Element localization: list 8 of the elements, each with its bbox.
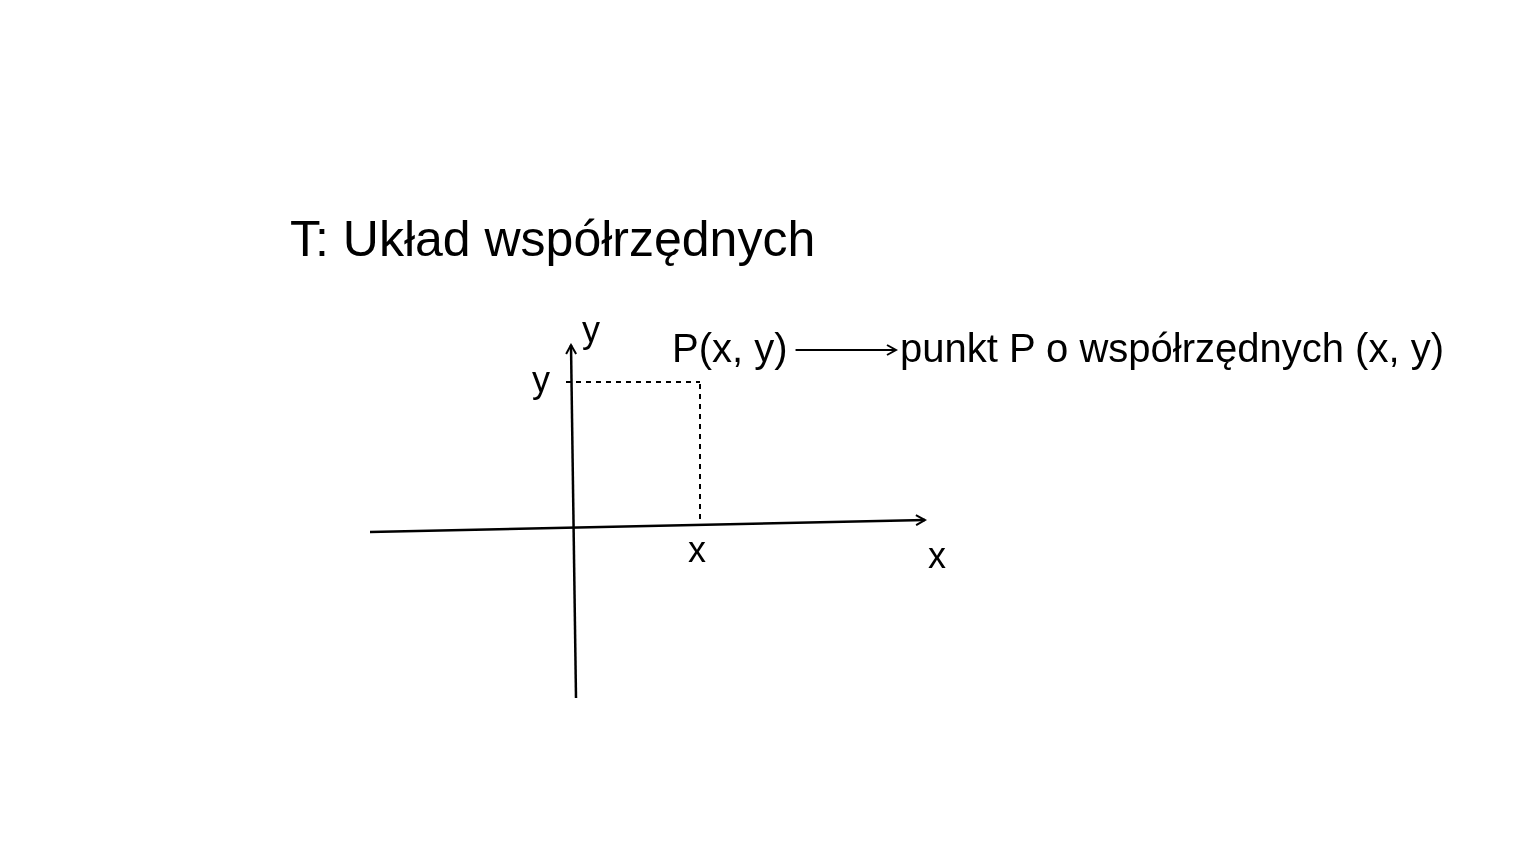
axis-label: y xyxy=(582,310,600,350)
title: T: Układ współrzędnych xyxy=(290,212,816,267)
axis-label: x xyxy=(928,536,946,576)
point-label: P(x, y) xyxy=(672,326,788,370)
arrow xyxy=(794,344,897,356)
tick-label: y xyxy=(532,360,550,400)
description-text: punkt P o współrzędnych (x, y) xyxy=(900,326,1444,370)
tick-label: x xyxy=(688,530,706,570)
